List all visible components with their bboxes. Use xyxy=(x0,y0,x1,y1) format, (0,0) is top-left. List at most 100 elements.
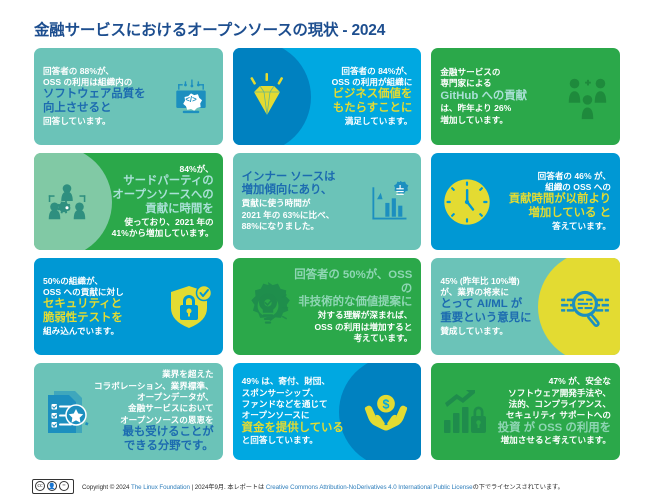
stat-line: 脆弱性テストを xyxy=(43,312,123,325)
stat-card-text: 回答者の 84%が、OSS の利用が組織にビジネス価値をもたらすことに満足してい… xyxy=(332,66,413,128)
clock-icon xyxy=(440,175,494,229)
stat-card-business-value: 回答者の 84%が、OSS の利用が組織にビジネス価値をもたらすことに満足してい… xyxy=(232,48,422,145)
stat-line: 41%から増加しています。 xyxy=(111,228,214,239)
stat-line: インナー ソースは xyxy=(241,170,336,183)
stat-line: 金融サービスにおいて xyxy=(127,403,214,414)
people-plus-icon xyxy=(563,73,611,121)
monitor-code-quality-icon: </> xyxy=(168,74,214,120)
stat-line: とって AI/ML が xyxy=(440,298,523,311)
stat-line: 88%になりました。 xyxy=(241,221,320,232)
stat-line: 金融サービスの xyxy=(440,66,501,77)
stat-line: 満足しています。 xyxy=(344,116,413,127)
footer-separator: | 2024年9月. 本レポートは xyxy=(191,483,265,491)
stat-line: 49% は、寄付、財団、 xyxy=(241,376,330,387)
stat-line: 貢献時間が以前より xyxy=(508,193,611,206)
stat-card-text: 回答者の 88%が、OSS の利用は組織内のソフトウェア品質を向上させると回答し… xyxy=(43,66,146,128)
stat-line: は、昨年より 26% xyxy=(440,103,512,114)
stat-line: 47% が、安全な xyxy=(548,376,611,387)
stat-line: セキュリティと xyxy=(43,298,123,311)
stat-card-non-technical-value: 回答者の 50%が、OSS の非技術的な価値提案に対する理解が深まれば、OSS … xyxy=(232,258,422,355)
stat-card-text: 業界を超えたコラボレーション、業界標準、オープンデータが、金融サービスにおいてオ… xyxy=(94,369,214,454)
stat-line: OSS への貢献に対し xyxy=(43,286,124,297)
checklist-star-icon xyxy=(43,387,93,437)
stat-line: 増加している と xyxy=(528,207,611,220)
stat-card-ai-ml-importance: 45% (昨年比 10%増)が、業界の将来にとって AI/ML が重要という意見… xyxy=(431,258,620,355)
decorative-circle xyxy=(339,363,422,460)
stat-line: 重要という意見に xyxy=(440,312,532,325)
stat-line: 貢献に使う時間が xyxy=(241,198,311,209)
stat-card-third-party-oss: 84%が、サードパーティのオープンソースへの貢献に時間を使っており、2021 年… xyxy=(34,153,223,250)
stat-line: コラボレーション、業界標準、 xyxy=(94,380,214,391)
stat-line: ソフトウェア品質を xyxy=(43,88,146,101)
stat-line: OSS の利用は組織内の xyxy=(43,76,133,87)
stat-line: 考えています。 xyxy=(353,333,413,344)
stat-card-security-testing: 50%の組織が、OSS への貢献に対しセキュリティと脆弱性テストを組み込んでいま… xyxy=(34,258,223,355)
stat-line: 回答者の 50%が、OSS の xyxy=(294,268,413,295)
cc-nd-circle-icon: = xyxy=(59,481,69,491)
stat-line: ソフトウェア開発手法や、 xyxy=(508,387,611,398)
stat-line: セキュリティ サポートへの xyxy=(506,410,611,421)
stat-line: 使っており、2021 年の xyxy=(124,216,214,227)
cc-by-circle-icon: 👤 xyxy=(47,481,57,491)
stat-line: 増加しています。 xyxy=(440,114,508,125)
stat-line: 非技術的な価値提案に xyxy=(298,296,413,309)
stat-line: 50%の組織が、 xyxy=(43,275,103,286)
cc-by-nd-icon: cc 👤 = xyxy=(32,478,74,494)
page-title: 金融サービスにおけるオープンソースの現状 - 2024 xyxy=(34,22,386,39)
footer-org-link[interactable]: The Linux Foundation xyxy=(131,483,190,491)
stat-line: オープンソースへの xyxy=(112,188,214,201)
stat-line: 賛成しています。 xyxy=(440,326,508,337)
stat-line: 資金を提供している xyxy=(241,421,344,434)
stat-line: 45% (昨年比 10%増) xyxy=(440,275,520,286)
hands-money-icon: $ xyxy=(360,386,412,438)
stat-line: 増加傾向にあり、 xyxy=(241,184,333,197)
stat-card-contribution-time: 回答者の 46% が、組織の OSS への貢献時間が以前より増加している と答え… xyxy=(431,153,620,250)
lightbulb-gear-icon xyxy=(242,281,294,333)
stat-line: 法的、コンプライアンス、 xyxy=(508,398,611,409)
team-gear-icon xyxy=(43,178,91,226)
bar-chart-lock-icon xyxy=(440,387,490,437)
stat-line: 2021 年の 63%に比べ、 xyxy=(241,209,335,220)
stat-line: 最も受けることが xyxy=(122,425,214,438)
footer-license-link[interactable]: Creative Commons Attribution-NoDerivativ… xyxy=(265,483,473,491)
diamond-icon xyxy=(242,72,292,122)
stat-line: 84%が、 xyxy=(179,163,214,174)
stat-card-text: 47% が、安全なソフトウェア開発手法や、法的、コンプライアンス、セキュリティ … xyxy=(498,376,611,447)
stat-line: 増加させると考えています。 xyxy=(500,435,611,446)
stat-line: 専門家による xyxy=(440,78,492,89)
stat-line: 答えています。 xyxy=(552,221,611,232)
stat-card-software-quality: 回答者の 88%が、OSS の利用は組織内のソフトウェア品質を向上させると回答し… xyxy=(34,48,223,145)
stat-line: サードパーティの xyxy=(123,174,214,187)
stat-line: オープンソースに xyxy=(241,410,310,421)
decorative-circle xyxy=(34,153,112,250)
stat-line: と回答しています。 xyxy=(241,435,318,446)
stat-line: スポンサーシップ、 xyxy=(241,387,319,398)
stat-card-text: 49% は、寄付、財団、スポンサーシップ、ファンドなどを通じてオープンソースに資… xyxy=(242,376,344,447)
growth-chart-gear-icon xyxy=(366,179,412,225)
stat-card-investment-increases-use: 47% が、安全なソフトウェア開発手法や、法的、コンプライアンス、セキュリティ … xyxy=(431,363,620,460)
stat-line: が、業界の将来に xyxy=(440,286,509,297)
stat-line: オープンソースの恩恵を xyxy=(120,414,214,425)
cc-circle-icon: cc xyxy=(35,481,45,491)
stat-line: 回答者の 88%が、 xyxy=(43,65,114,76)
stat-line: 向上させると xyxy=(43,102,112,115)
stats-card-grid: 回答者の 88%が、OSS の利用は組織内のソフトウェア品質を向上させると回答し… xyxy=(34,48,620,460)
stat-card-collaboration-standards: 業界を超えたコラボレーション、業界標準、オープンデータが、金融サービスにおいてオ… xyxy=(34,363,223,460)
stat-line: 対する理解が深まれば、 xyxy=(317,310,413,321)
stat-line: GitHub への貢献 xyxy=(440,89,528,102)
stat-line: OSS の利用が組織に xyxy=(331,76,413,87)
stat-line: 組織の OSS への xyxy=(545,181,611,192)
svg-text:</>: </> xyxy=(185,95,197,104)
stat-card-text: 45% (昨年比 10%増)が、業界の将来にとって AI/ML が重要という意見… xyxy=(440,276,531,338)
stat-line: できる分野です。 xyxy=(123,439,214,452)
stat-line: ビジネス価値を xyxy=(332,88,413,101)
stat-line: 回答者の 84%が、 xyxy=(341,65,413,76)
stat-line: OSS の利用は増加すると xyxy=(314,321,413,332)
stat-line: 回答者の 46% が、 xyxy=(537,170,611,181)
stat-card-text: 50%の組織が、OSS への貢献に対しセキュリティと脆弱性テストを組み込んでいま… xyxy=(43,276,124,338)
